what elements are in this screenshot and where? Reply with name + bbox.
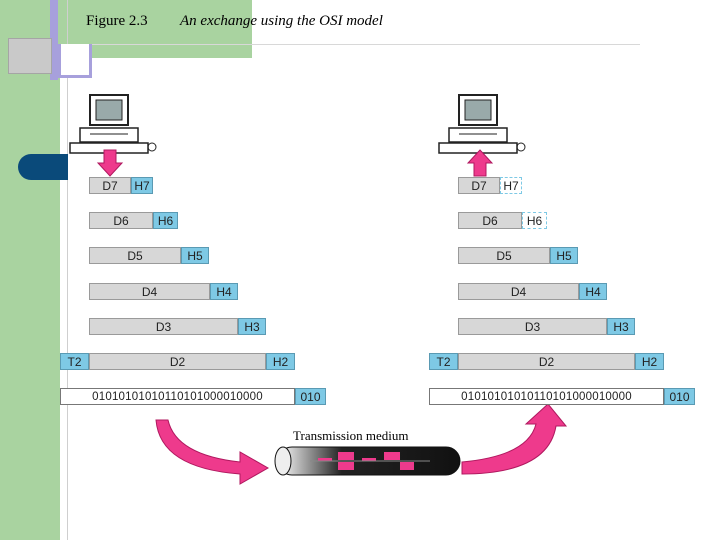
receiver-h4-cell: H4 [579,283,607,300]
sender-h2-cell: H2 [266,353,295,370]
bullet-pill-decoration [18,154,68,180]
receiver-up-arrow-icon [466,149,494,177]
sender-down-arrow-icon [96,149,124,177]
receiver-d6-cell: D6 [458,212,522,229]
receiver-t2-cell: T2 [429,353,458,370]
top-bar-decoration [60,0,252,58]
sender-d7-cell: D7 [89,177,131,194]
receiver-h3-cell: H3 [607,318,635,335]
receiver-d7-cell: D7 [458,177,500,194]
receiver-bitstream: 01010101010110101000010000 [429,388,664,405]
receiver-h6-cell: H6 [522,212,547,229]
sender-h7-cell: H7 [131,177,153,194]
sender-d6-cell: D6 [89,212,153,229]
figure-caption: An exchange using the OSI model [180,13,383,29]
receiver-computer-icon [438,94,526,154]
receiver-d5-cell: D5 [458,247,550,264]
sender-computer-icon [69,94,157,154]
sender-h3-cell: H3 [238,318,266,335]
transmission-medium-icon [274,446,461,476]
sender-h4-cell: H4 [210,283,238,300]
purple-square-decoration [58,44,92,78]
transmission-medium-label: Transmission medium [293,428,409,443]
receiver-d2-cell: D2 [458,353,635,370]
sender-h5-cell: H5 [181,247,209,264]
receiver-h5-cell: H5 [550,247,578,264]
sender-bitstream: 01010101010110101000010000 [60,388,295,405]
figure-number: Figure 2.3 [86,13,148,29]
receiver-d3-cell: D3 [458,318,607,335]
sender-h6-cell: H6 [153,212,178,229]
sender-to-medium-arrow-icon [155,419,270,485]
sender-d5-cell: D5 [89,247,181,264]
sender-t2-cell: T2 [60,353,89,370]
receiver-h2-cell: H2 [635,353,664,370]
sender-d2-cell: D2 [89,353,266,370]
medium-to-receiver-arrow-icon [461,403,568,475]
sidebar-decoration [0,0,60,540]
divider-line [60,44,640,45]
sender-physical-header: 010 [295,388,326,405]
sender-d3-cell: D3 [89,318,238,335]
receiver-d4-cell: D4 [458,283,579,300]
purple-bar-decoration [50,0,58,80]
gray-square-decoration [8,38,52,74]
sender-d4-cell: D4 [89,283,210,300]
receiver-physical-header: 010 [664,388,695,405]
vertical-line [67,0,68,540]
receiver-h7-cell: H7 [500,177,522,194]
